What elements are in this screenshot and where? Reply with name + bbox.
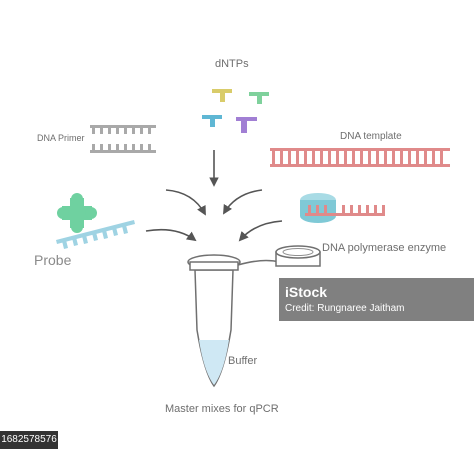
dntp-blue [202,115,222,127]
dntp-yellow [212,89,232,102]
arrow-from-probe [145,228,197,242]
dntp-purple [236,117,257,133]
probe-graphic [56,193,135,249]
buffer-liquid [199,340,229,385]
watermark-bar [279,278,474,321]
arrow-from-template [223,189,263,215]
pcr-tube [187,245,321,388]
arrow-from-polymerase [238,220,283,242]
probe-label: Probe [34,252,72,268]
dntps-label: dNTPs [215,58,249,70]
dna-primer-label: DNA Primer [37,133,85,143]
dna-polymerase-graphic [300,193,385,223]
arrow-from-primer [165,189,206,216]
probe-fluorophore-icon [57,193,97,233]
dntp-green [249,92,269,104]
watermark-credit: Credit: Rungnaree Jaitham [285,303,405,314]
dna-template-label: DNA template [340,131,402,142]
dna-polymerase-label: DNA polymerase enzyme [322,242,447,254]
dna-primer-graphic [90,125,156,153]
image-id-tag: 1682578576 [0,431,58,449]
buffer-label: Buffer [228,355,258,367]
watermark-logo: iStock [285,284,328,300]
dna-template-graphic [270,148,450,167]
diagram-caption: Master mixes for qPCR [165,403,279,415]
arrows [145,150,283,242]
